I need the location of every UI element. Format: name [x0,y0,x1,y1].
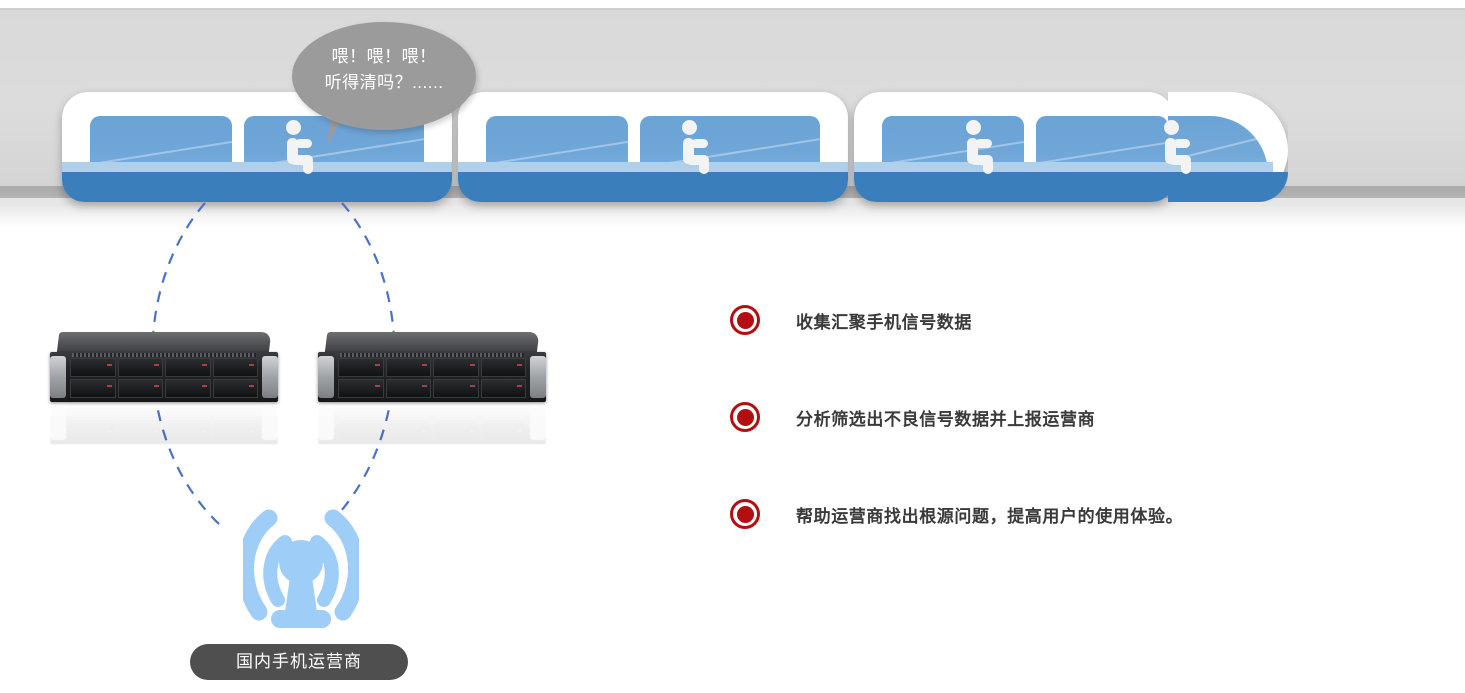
passenger-silhouette [1162,120,1196,174]
server-ear-reflection-right [530,398,546,440]
server-top-panel [56,332,272,354]
operator-label-text: 国内手机运营商 [236,652,362,671]
dashed-link-path [151,202,396,526]
passenger-shin [303,158,313,174]
operator-label-pill: 国内手机运营商 [190,644,408,680]
server-drive-bays [70,358,258,398]
dashed-link-right [327,202,396,526]
bullet-target-icon [730,499,760,529]
server-top-panel [324,332,540,354]
dashed-link-left [151,202,221,526]
cell-tower-icon [243,509,359,628]
train-car-3 [854,92,1174,202]
passenger-head [966,120,981,135]
server-ear-reflection-right [262,398,278,440]
train-graphic [0,0,1465,240]
server-reflection-2 [318,394,546,464]
car-base [62,172,452,202]
car-window-sill [62,162,452,172]
server-ear-reflection-left [50,398,66,440]
server-rack-ear-right [262,356,278,398]
passenger-arm [295,139,312,148]
passenger-torso [967,138,978,164]
server-ear-reflection-left [318,398,334,440]
speech-bubble: 喂！喂！喂！ 听得清吗？...... [292,22,476,130]
bullet-label: 分析筛选出不良信号数据并上报运营商 [796,409,1096,429]
bullet-item-3: 帮助运营商找出根源问题，提高用户的使用体验。 [730,490,1430,538]
train-car-1 [62,92,452,202]
train-car-2 [458,92,848,202]
rail-fade-band [0,206,1465,228]
passenger-silhouette [680,120,714,174]
bullet-label: 收集汇聚手机信号数据 [796,312,972,332]
bullet-label: 帮助运营商找出根源问题，提高用户的使用体验。 [796,506,1184,526]
server-unit-1 [50,332,278,404]
server-unit-2 [318,332,546,404]
speech-line-1: 喂！喂！喂！ [331,47,437,66]
passenger-thigh [970,155,993,165]
passenger-thigh [290,155,313,165]
passenger-arm [1173,139,1190,148]
car-base [458,172,848,202]
passenger-torso [683,138,694,164]
server-rack-ear-left [318,356,334,398]
passenger-arm [691,139,708,148]
passenger-torso [1165,138,1176,164]
server-bays-reflection [338,398,526,438]
passenger-thigh [1168,155,1191,165]
rail-light-band [0,198,1465,206]
server-bays-reflection [70,398,258,438]
passenger-silhouette [284,120,318,174]
server-rack-ear-left [50,356,66,398]
car-window-sill [458,162,848,172]
server-reflection-1 [50,394,278,464]
passenger-shin [1181,158,1191,174]
speech-line-2: 听得清吗？...... [324,73,444,92]
bullet-target-icon [730,305,760,335]
bullet-target-icon [730,402,760,432]
bullet-item-2: 分析筛选出不良信号数据并上报运营商 [730,393,1430,441]
car-window-sill [854,162,1174,172]
bullet-item-1: 收集汇聚手机信号数据 [730,296,1430,344]
server-rack-ear-right [530,356,546,398]
passenger-silhouette [964,120,998,174]
speech-bubble-text: 喂！喂！喂！ 听得清吗？...... [292,44,476,96]
passenger-thigh [686,155,709,165]
server-drive-bays [338,358,526,398]
server-vents [72,353,256,357]
passenger-shin [699,158,709,174]
passenger-head [682,120,697,135]
passenger-torso [287,138,298,164]
nose-base [1168,172,1288,202]
car-base [854,172,1174,202]
feature-bullet-list: 收集汇聚手机信号数据 分析筛选出不良信号数据并上报运营商 帮助运营商找出根源问题… [730,296,1430,587]
passenger-head [286,120,301,135]
passenger-shin [983,158,993,174]
nose-sill [1168,162,1273,172]
passenger-arm [975,139,992,148]
server-vents [340,353,524,357]
passenger-head [1164,120,1179,135]
